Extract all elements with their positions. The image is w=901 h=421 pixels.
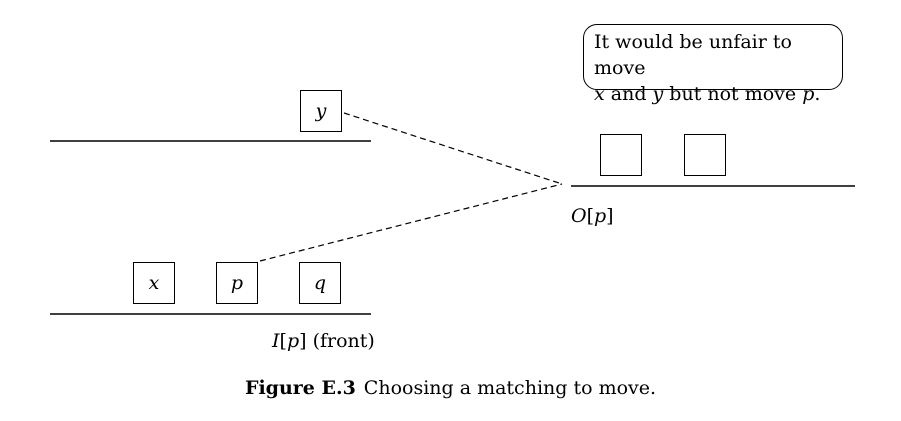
output-shelf-box-1 [600, 134, 642, 176]
bottom-shelf-box-x: x [133, 262, 175, 304]
callout-end: . [814, 83, 821, 105]
bottom-shelf-box-p: p [216, 262, 258, 304]
output-label-arg: p [594, 205, 607, 227]
output-label-close: ] [606, 205, 614, 227]
bottom-label-suffix: (front) [306, 330, 375, 352]
connector-y-to-output [343, 112, 563, 185]
callout-line-2: x and y but not move p. [594, 81, 832, 107]
bottom-label-open: [ [279, 330, 287, 352]
callout-p: p [802, 83, 815, 105]
bottom-label-arg: p [286, 330, 300, 352]
top-shelf-box-y: y [300, 90, 342, 132]
output-label-var: O [571, 205, 587, 227]
callout-and: and [604, 83, 653, 105]
figure-caption: Figure E.3 Choosing a matching to move. [0, 377, 901, 399]
callout-line-1: It would be unfair to move [594, 31, 792, 79]
bottom-label-var: I [272, 330, 280, 352]
bottom-shelf-box-q: q [299, 262, 341, 304]
bottom-shelf-label: I[p] (front) [272, 330, 375, 352]
callout-bubble: It would be unfair to move x and y but n… [583, 24, 843, 105]
figure-number: Figure E.3 [244, 377, 356, 399]
output-shelf-label: O[p] [571, 205, 614, 227]
output-label-open: [ [586, 205, 594, 227]
figure-caption-text: Choosing a matching to move. [363, 377, 657, 399]
callout-rest: but not move [663, 83, 803, 105]
callout-y: y [652, 83, 664, 105]
callout-x: x [594, 83, 605, 105]
bottom-label-close: ] [299, 330, 307, 352]
output-shelf-box-2 [684, 134, 726, 176]
connector-p-to-output [259, 183, 563, 262]
